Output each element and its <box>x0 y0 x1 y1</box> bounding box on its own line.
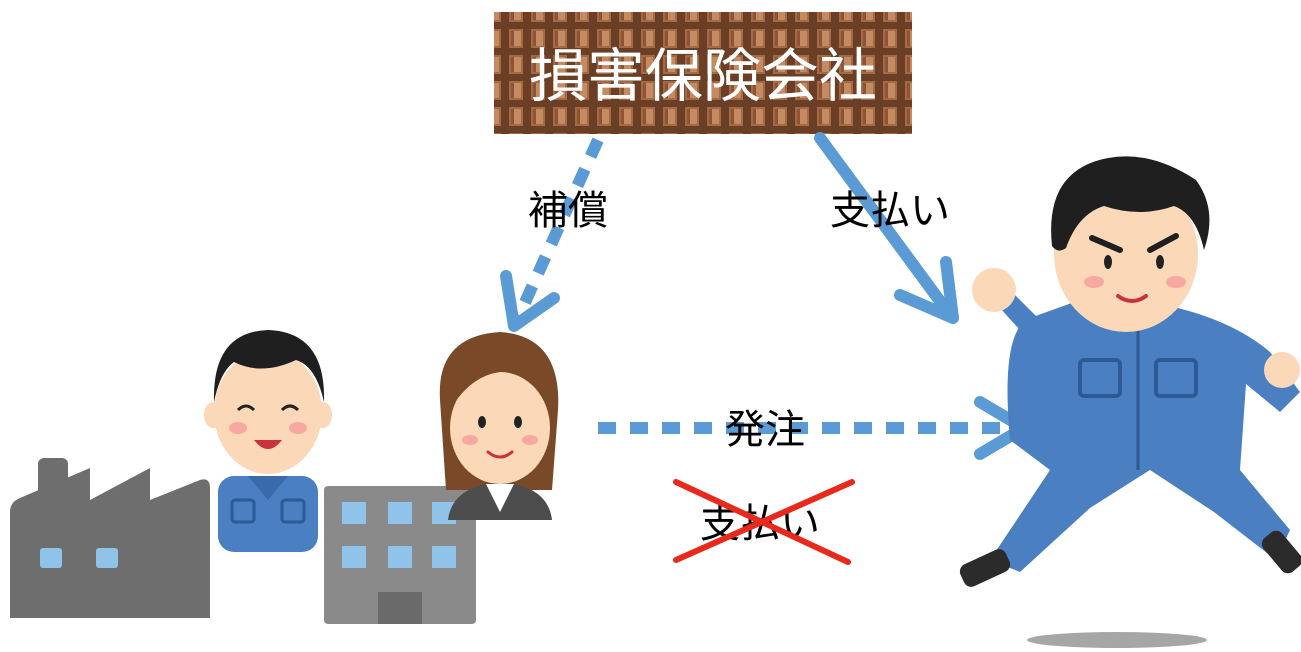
compensation-label: 補償 <box>528 188 608 234</box>
office-building-icon <box>324 486 476 624</box>
insurer-label: 損害保険会社 <box>529 42 877 110</box>
order-label: 発注 <box>725 407 805 453</box>
woman-office-worker-icon <box>439 332 559 520</box>
man-worker-icon <box>204 330 332 552</box>
order-arrow <box>598 396 1030 460</box>
arrow-head-icon <box>894 256 959 324</box>
building-facade-icon <box>494 12 912 134</box>
factory-icon <box>10 458 210 618</box>
insurer-box: 損害保険会社 <box>494 12 912 134</box>
payment-label: 支払い <box>830 188 950 234</box>
arrow-head-icon <box>500 270 560 332</box>
running-worker-icon <box>959 156 1301 648</box>
compensation-arrow <box>500 137 604 332</box>
crossed-payment: 支払い <box>673 479 855 565</box>
payment-arrow <box>814 132 959 324</box>
cross-mark-icon <box>673 479 855 565</box>
